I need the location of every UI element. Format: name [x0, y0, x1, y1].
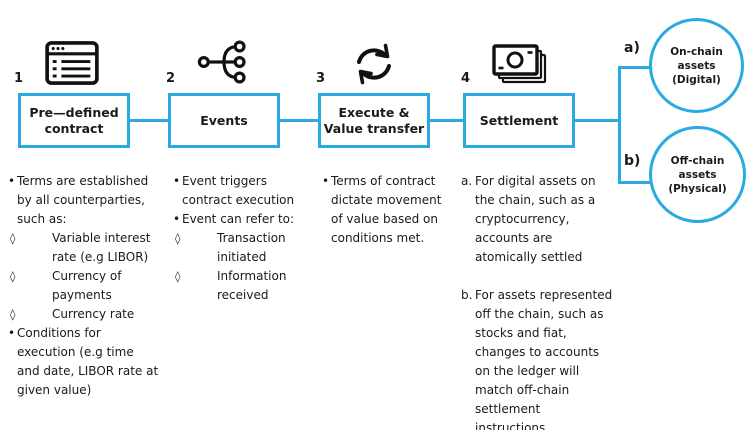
note-text: Event can refer to: — [182, 212, 295, 226]
diamond-marker: ◊ — [10, 270, 16, 283]
banknotes-icon — [490, 42, 548, 86]
flow-box-execute-value-transfer: Execute & Value transfer — [318, 93, 430, 148]
branch-label-b: b) — [624, 153, 641, 169]
connector-1-2 — [130, 119, 168, 122]
event-fork-icon — [197, 38, 251, 86]
connector-settlement-branch — [575, 119, 621, 122]
note-text: Event triggers contract execution — [182, 174, 295, 207]
note-text: For assets represented off the chain, su… — [475, 288, 613, 430]
bullet-marker: • — [322, 174, 330, 188]
note-text: Information received — [217, 269, 287, 302]
letter-marker: a. — [461, 174, 473, 188]
step-4-number: 4 — [461, 71, 471, 86]
note-text: Terms are established by all counterpart… — [17, 174, 149, 226]
branch-line-b — [621, 181, 652, 184]
outcome-offchain-title: Off-chain assets — [670, 154, 725, 181]
note-text: Currency of payments — [52, 269, 122, 302]
bullet-marker: • — [8, 174, 16, 188]
note-text: Currency rate — [52, 307, 135, 321]
notes-execute-value-transfer: •Terms of contract dictate movement of v… — [322, 172, 448, 248]
cycle-arrows-icon — [349, 42, 399, 86]
branch-line-a — [621, 66, 651, 69]
flow-box-predefined-contract: Pre—defined contract — [18, 93, 130, 148]
note-item: •Conditions for execution (e.g time and … — [8, 324, 160, 400]
outcome-circle-offchain: Off-chain assets (Physical) — [649, 126, 746, 223]
diamond-marker: ◊ — [10, 232, 16, 245]
contract-window-icon — [45, 40, 99, 86]
note-text: For digital assets on the chain, such as… — [475, 174, 596, 264]
letter-marker: b. — [461, 288, 473, 302]
note-item: ◊ Information received — [173, 267, 313, 305]
branch-label-a: a) — [624, 40, 640, 56]
note-item: •Terms are established by all counterpar… — [8, 172, 160, 229]
note-item: •Terms of contract dictate movement of v… — [322, 172, 448, 248]
step-1-head: 1 — [14, 32, 130, 88]
step-4-head: 4 — [461, 32, 577, 88]
step-2-number: 2 — [166, 71, 176, 86]
step-2-head: 2 — [166, 32, 282, 88]
note-text: Variable interest rate (e.g LIBOR) — [52, 231, 151, 264]
note-item: ◊ Transaction initiated — [173, 229, 313, 267]
bullet-marker: • — [8, 326, 16, 340]
diamond-marker: ◊ — [10, 308, 16, 321]
outcome-onchain-subtitle: (Digital) — [672, 73, 721, 86]
flow-box-events: Events — [168, 93, 280, 148]
bullet-marker: • — [173, 212, 181, 226]
note-item: ◊ Variable interest rate (e.g LIBOR) — [8, 229, 160, 267]
diamond-marker: ◊ — [175, 232, 181, 245]
note-item: ◊ Currency rate — [8, 305, 160, 324]
note-item: a.For digital assets on the chain, such … — [461, 172, 613, 267]
diamond-marker: ◊ — [175, 270, 181, 283]
note-text: Conditions for execution (e.g time and d… — [17, 326, 159, 397]
notes-settlement: a.For digital assets on the chain, such … — [461, 172, 613, 430]
step-3-number: 3 — [316, 71, 326, 86]
step-3-head: 3 — [316, 32, 432, 88]
branch-vertical-line — [618, 66, 621, 184]
outcome-onchain-title: On-chain assets — [670, 45, 723, 72]
note-item: •Event can refer to: — [173, 210, 313, 229]
note-text: Terms of contract dictate movement of va… — [331, 174, 442, 245]
bullet-marker: • — [173, 174, 181, 188]
outcome-offchain-subtitle: (Physical) — [668, 182, 727, 195]
outcome-circle-onchain: On-chain assets (Digital) — [649, 18, 744, 113]
flow-box-settlement: Settlement — [463, 93, 575, 148]
notes-predefined-contract: •Terms are established by all counterpar… — [8, 172, 160, 400]
note-item: b.For assets represented off the chain, … — [461, 286, 613, 430]
step-1-number: 1 — [14, 71, 24, 86]
note-item: •Event triggers contract execution — [173, 172, 313, 210]
connector-2-3 — [280, 119, 318, 122]
connector-3-4 — [430, 119, 463, 122]
note-item: ◊ Currency of payments — [8, 267, 160, 305]
notes-events: •Event triggers contract execution•Event… — [173, 172, 313, 305]
note-text: Transaction initiated — [217, 231, 286, 264]
